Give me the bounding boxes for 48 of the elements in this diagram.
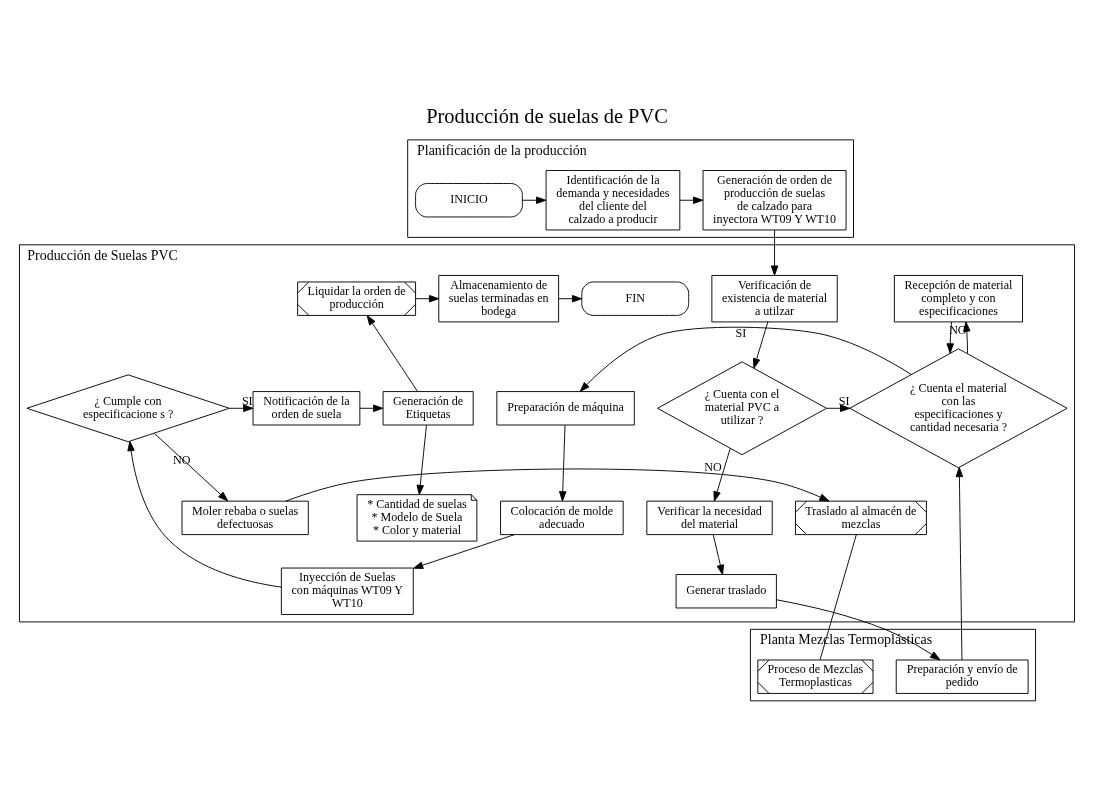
node-box: Preparación de máquina: [496, 390, 635, 425]
arrow: [415, 294, 440, 302]
node-box: Generación de orden de producción de suelas de calzado para inyectora WT09 Y WT10: [702, 169, 847, 230]
node-box: Verificar la necesidad del material: [646, 500, 773, 535]
node-box: INICIO: [415, 182, 523, 217]
edge-label: SI: [838, 393, 850, 408]
node-box: Moler rebaba o suelas defectuosas: [181, 500, 309, 535]
arrow: [153, 432, 229, 501]
node-diamond: ¿ Cuenta el material con las especificaciones y cantidad necesaria ?: [849, 347, 1068, 468]
arrow: [285, 468, 830, 502]
edge-label: NO: [704, 459, 722, 474]
node-diamond: ¿ Cumple con especificacione s ?: [26, 373, 230, 442]
arrow: [826, 404, 851, 412]
arrow: [558, 294, 583, 302]
arrow: [559, 424, 567, 501]
arrow: [770, 229, 779, 276]
diagram-title: Producción de suelas de PVC: [426, 104, 668, 127]
connector: [819, 533, 857, 660]
node-box: Inyección de Suelas con máquinas WT09 Y WT10: [280, 567, 414, 615]
edge-label: SI: [241, 393, 253, 408]
edge-label: SI: [735, 325, 747, 340]
arrow: [963, 321, 971, 354]
node-box: Recepción de material completo y con especificaciones: [893, 274, 1023, 322]
node-box: Generación de Etiquetas: [382, 390, 474, 425]
arrow: [416, 424, 427, 495]
arrow: [413, 533, 515, 569]
arrow: [579, 326, 912, 392]
node-box: FIN: [581, 281, 690, 316]
node-diamond: ¿ Cuenta con el material PVC a utilizar ?: [657, 360, 828, 455]
arrow: [127, 440, 282, 588]
node-box: Notificación de la orden de suela: [252, 390, 361, 425]
arrow: [955, 466, 964, 660]
node-box: Generar traslado: [675, 573, 777, 608]
arrow: [753, 321, 769, 369]
arrow: [521, 196, 547, 204]
node-box: Colocación de molde adecuado: [500, 500, 624, 535]
arrow: [713, 447, 731, 501]
arrow: [359, 404, 384, 412]
node-box: Verificación de existencia de material a utilzar: [711, 274, 838, 322]
edge-label: NO: [172, 452, 191, 467]
arrow: [366, 314, 418, 392]
node-box: Almacenamiento de suelas terminadas en bodega: [438, 274, 560, 322]
arrow: [679, 196, 704, 204]
node-box: Preparación y envío de pedido: [895, 659, 1029, 694]
arrow: [229, 404, 254, 412]
arrow: [712, 533, 725, 575]
node-box: Identificación de la demanda y necesidades del cliente del calzado a producir: [545, 169, 681, 230]
arrow: [776, 598, 941, 660]
